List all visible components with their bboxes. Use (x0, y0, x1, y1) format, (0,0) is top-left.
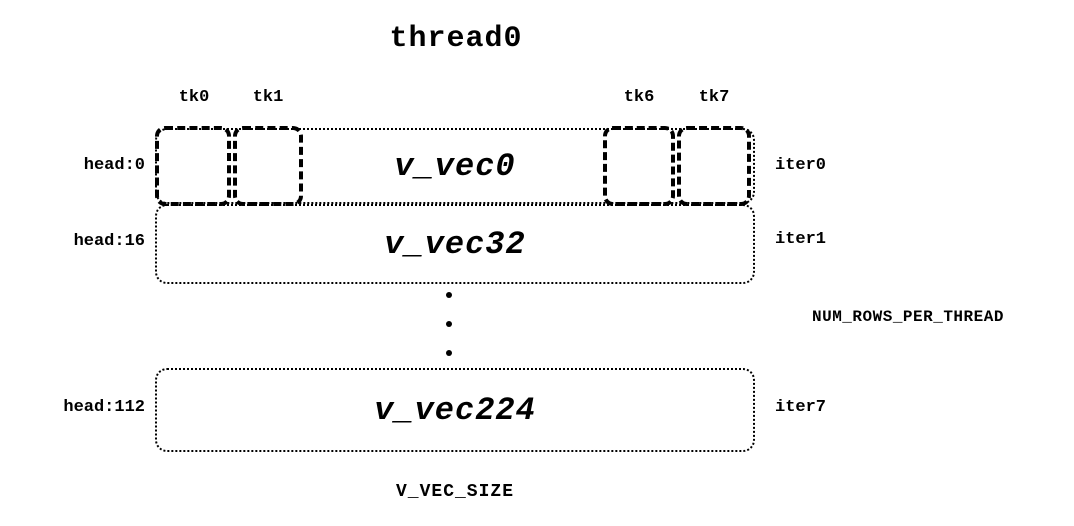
tk1-label: tk1 (252, 88, 284, 107)
diagram-title: thread0 (389, 22, 523, 56)
head0-label: head:0 (83, 156, 145, 175)
tk7-box (677, 126, 751, 206)
vvec32-row-box: v_vec32 (155, 204, 755, 284)
tk6-box (603, 126, 675, 206)
tk7-label: tk7 (698, 88, 730, 107)
iter7-label: iter7 (775, 398, 827, 417)
v-vec-size-label: V_VEC_SIZE (395, 482, 515, 502)
iter0-label: iter0 (775, 156, 827, 175)
vvec0-label: v_vec0 (394, 147, 516, 185)
vvec32-label: v_vec32 (384, 225, 526, 263)
head16-label: head:16 (73, 232, 145, 251)
tk1-box (233, 126, 303, 206)
head112-label: head:112 (63, 398, 145, 417)
tk6-label: tk6 (623, 88, 655, 107)
tk0-label: tk0 (178, 88, 210, 107)
vertical-ellipsis-icon (443, 292, 455, 356)
num-rows-per-thread-label: NUM_ROWS_PER_THREAD (812, 308, 1004, 326)
vvec224-row-box: v_vec224 (155, 368, 755, 452)
vvec224-label: v_vec224 (374, 391, 536, 429)
iter1-label: iter1 (775, 230, 827, 249)
tk0-box (155, 126, 231, 206)
